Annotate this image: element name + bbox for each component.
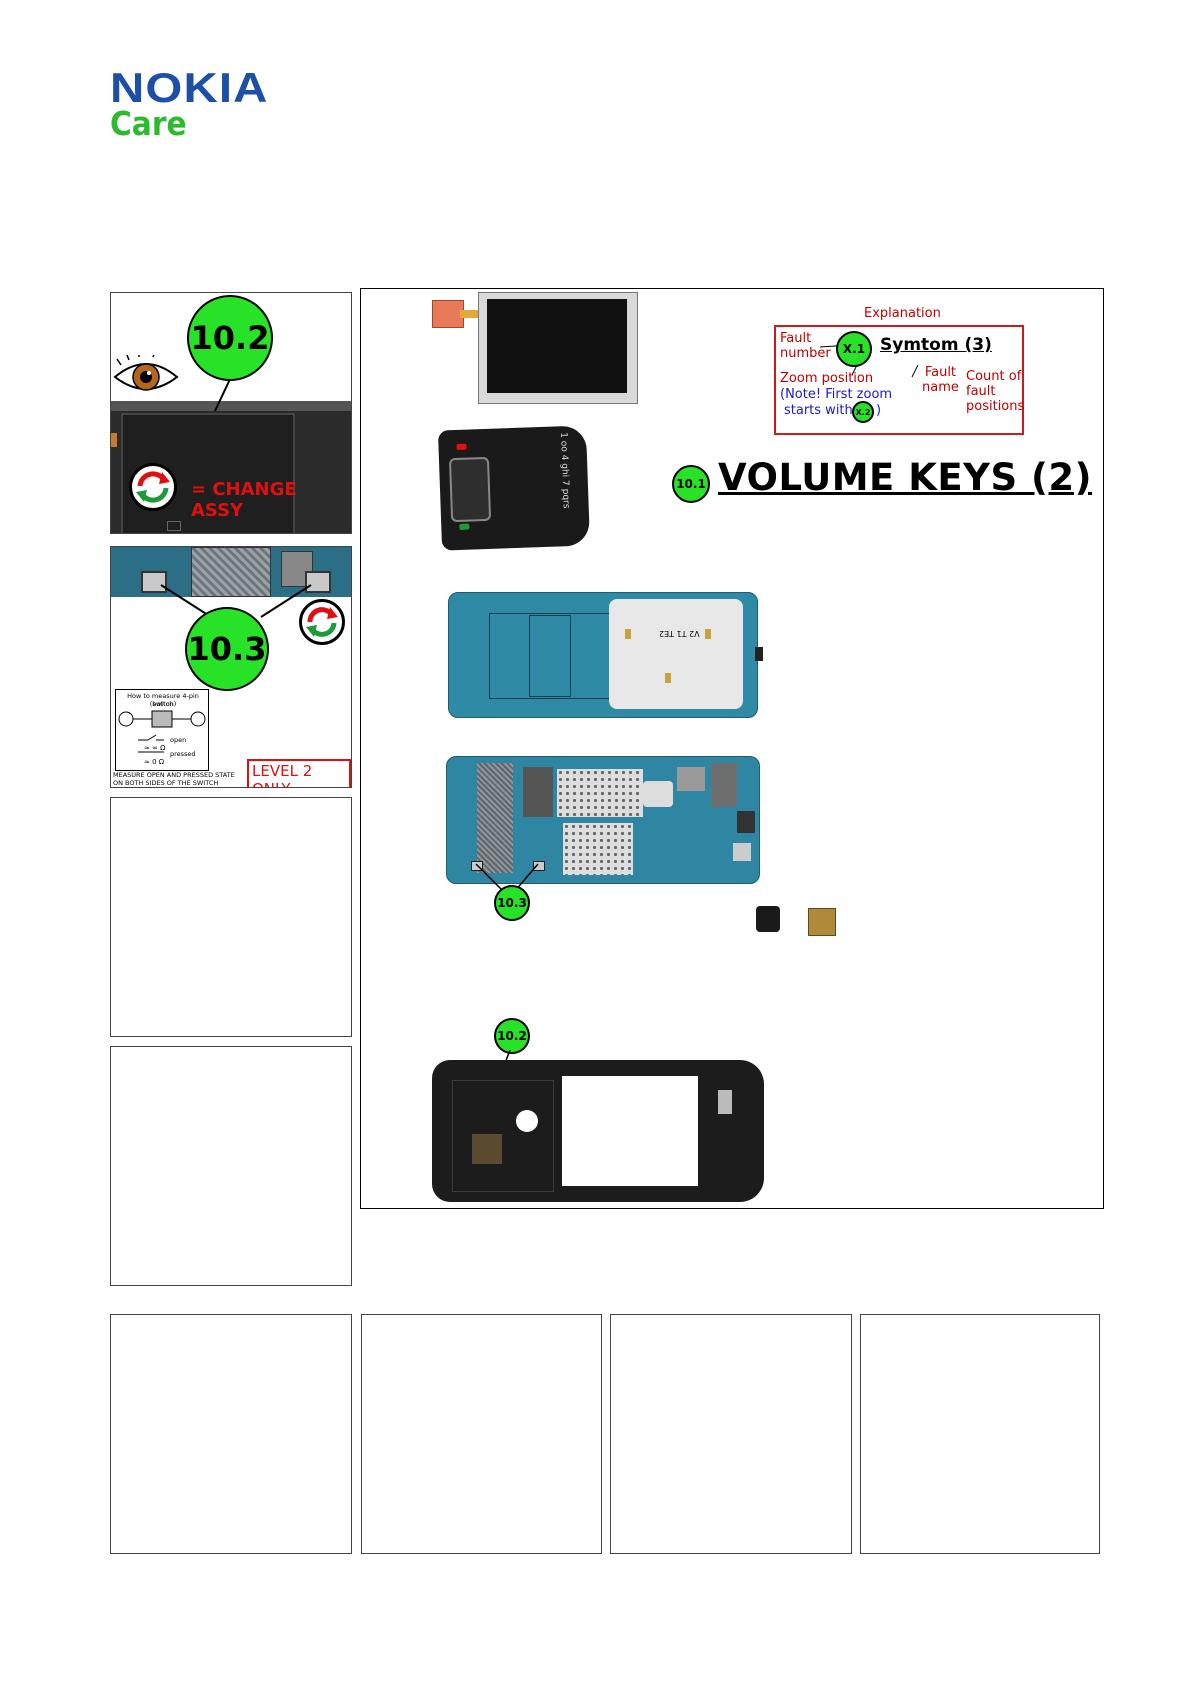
zoom-box-10-3: 10.3 How to measure 4-pin switch (button… xyxy=(110,546,352,788)
chassis-cover xyxy=(432,1060,764,1202)
switch-left xyxy=(141,571,167,593)
fault-bubble-10-3: 10.3 xyxy=(185,607,269,691)
change-assy-label: = CHANGE ASSY xyxy=(191,479,297,521)
note-bubble: X.2 xyxy=(852,401,874,423)
heading-bubble: 10.1 xyxy=(672,465,710,503)
explanation-bubble: X.1 xyxy=(836,331,872,367)
zoom-box-empty-2 xyxy=(110,1046,352,1286)
keypad-labels: 1 oo 4 ghi 7 pqrs xyxy=(558,432,571,509)
cover-fault-bubble: 10.2 xyxy=(494,1018,530,1054)
bottom-box-3 xyxy=(610,1314,852,1554)
pwb-keypad-area: V2 T1 TE2 xyxy=(609,599,743,709)
fault-name-label: Fault name xyxy=(922,365,959,395)
note-line-1: (Note! First zoom xyxy=(780,387,893,402)
display-module xyxy=(478,292,638,404)
eye-icon xyxy=(113,355,179,391)
display-flex xyxy=(432,300,464,328)
keypad-navi-key xyxy=(448,456,492,523)
main-schematic-panel xyxy=(360,288,1104,1209)
zoom-position-label: Zoom position xyxy=(780,371,874,386)
keypad-mat: 1 oo 4 ghi 7 pqrs xyxy=(437,425,591,551)
bottom-box-1 xyxy=(110,1314,352,1554)
pwb-front xyxy=(446,756,760,884)
pwb-fault-bubble: 10.3 xyxy=(494,885,530,921)
explanation-title: Explanation xyxy=(864,306,941,321)
ohm-meter-icon xyxy=(118,710,206,728)
measure-caption-2: ON BOTH SIDES OF THE SWITCH xyxy=(113,779,219,787)
explanation-box: Fault number X.1 Symtom (3) Zoom positio… xyxy=(774,325,1024,435)
bottom-box-2 xyxy=(361,1314,602,1554)
call-key-icon xyxy=(459,523,470,530)
measure-caption-1: MEASURE OPEN AND PRESSED STATE xyxy=(113,771,235,779)
change-assy-icon-2 xyxy=(299,599,345,645)
level-2-badge: LEVEL 2 ONLY xyxy=(247,759,351,787)
zoom-box-10-2: 10.2 = CHANGE ASSY xyxy=(110,292,352,534)
count-label: Count of fault positions xyxy=(966,369,1025,414)
bottom-box-4 xyxy=(860,1314,1100,1554)
symptom-title: VOLUME KEYS (2) xyxy=(718,456,1093,499)
change-assy-icon xyxy=(129,463,177,511)
small-component xyxy=(808,908,836,936)
note-line-2: starts with xyxy=(784,403,853,418)
shield-can-1 xyxy=(557,769,643,817)
fault-number-label: Fault number xyxy=(780,331,831,361)
switch-right xyxy=(305,571,331,593)
nokia-logo: NOKIA xyxy=(110,64,269,111)
chassis-window xyxy=(562,1076,698,1186)
pwb-back: V2 T1 TE2 xyxy=(448,592,763,718)
measure-inset: How to measure 4-pin switch (button) ope… xyxy=(115,689,209,771)
shield-can-2 xyxy=(563,823,633,875)
care-logo: Care xyxy=(110,104,187,143)
end-key-icon xyxy=(456,443,467,450)
symptom-label: Symtom (3) xyxy=(880,335,992,355)
camera-module xyxy=(756,906,780,932)
zoom-box-empty-1 xyxy=(110,797,352,1037)
fault-bubble-10-2: 10.2 xyxy=(187,295,273,381)
